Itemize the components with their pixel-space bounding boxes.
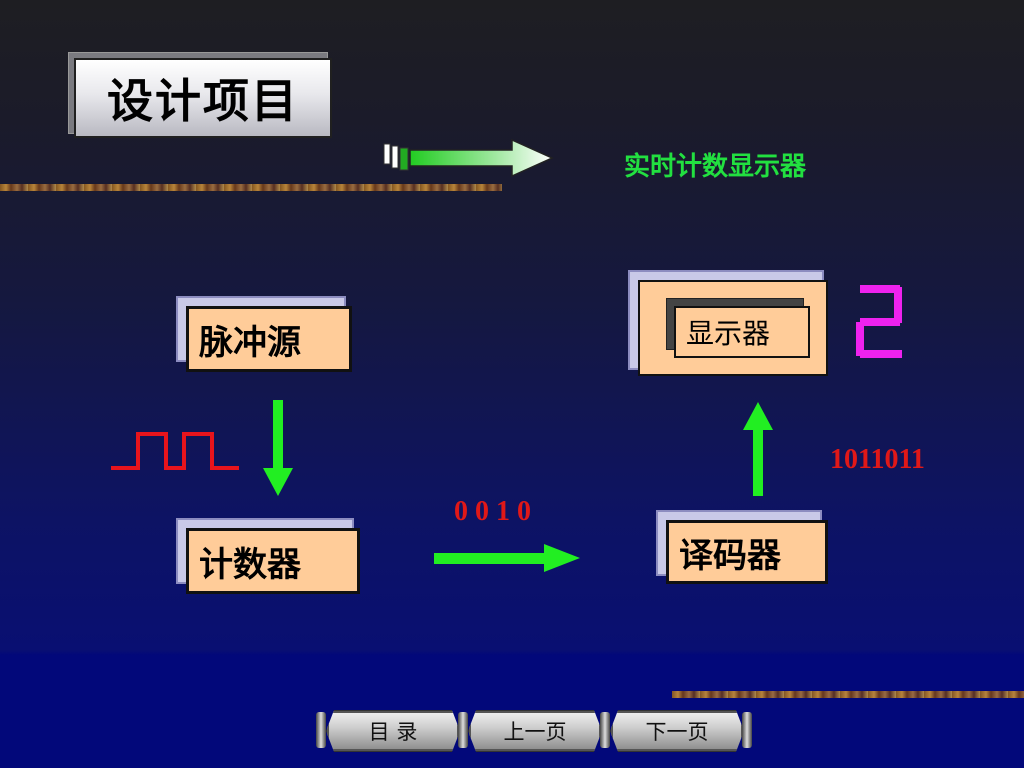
display-block: 显示器 xyxy=(674,306,810,358)
contents-button[interactable]: 目 录 xyxy=(326,710,460,752)
pulse-source-block: 脉冲源 xyxy=(186,306,352,372)
decoder-output-value: 1011011 xyxy=(830,444,925,475)
next-page-button[interactable]: 下一页 xyxy=(610,710,744,752)
decorative-stripe-top xyxy=(0,184,502,191)
nav-cap-2 xyxy=(600,712,610,748)
project-subtitle: 实时计数显示器 xyxy=(624,152,807,182)
counter-output-value: 0 0 1 0 xyxy=(454,496,531,527)
title-arrow-icon xyxy=(383,138,554,178)
decorative-stripe-bottom xyxy=(672,691,1024,698)
right-arrow-icon xyxy=(434,544,580,572)
nav-cap-1 xyxy=(458,712,468,748)
down-arrow-icon xyxy=(263,400,293,496)
nav-cap-left xyxy=(316,712,326,748)
seven-segment-digit xyxy=(856,285,902,358)
up-arrow-icon xyxy=(743,402,773,496)
nav-cap-right xyxy=(742,712,752,748)
pulse-waveform-icon xyxy=(111,432,239,470)
counter-block: 计数器 xyxy=(186,528,360,594)
decoder-block: 译码器 xyxy=(666,520,828,584)
page-title: 设计项目 xyxy=(74,58,332,138)
prev-page-button[interactable]: 上一页 xyxy=(468,710,602,752)
